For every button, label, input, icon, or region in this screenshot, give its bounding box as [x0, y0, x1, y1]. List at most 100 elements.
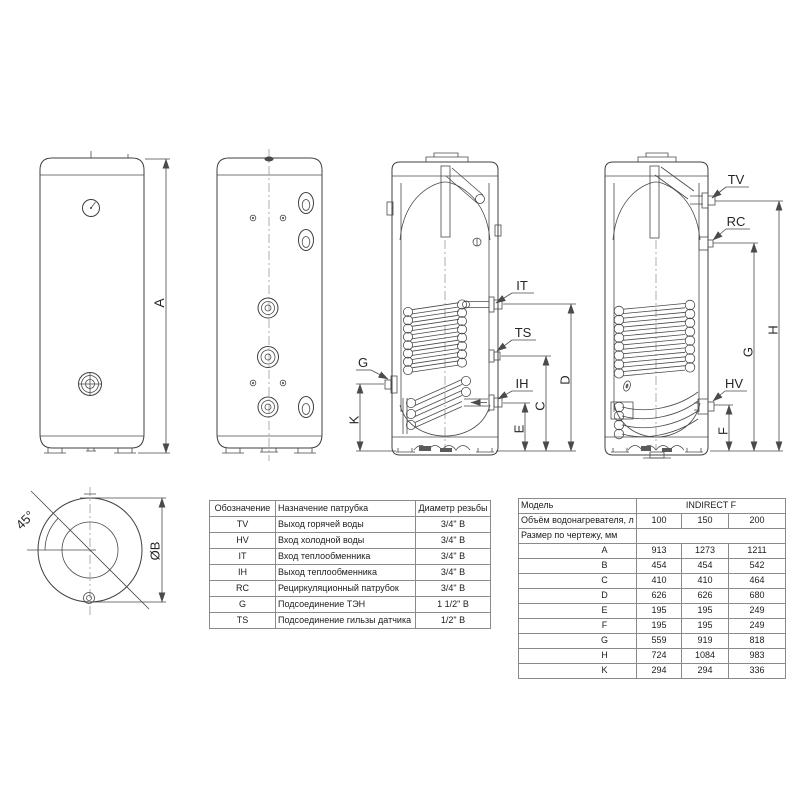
dim-value: 195 — [681, 618, 729, 634]
dim-value: 680 — [727, 588, 787, 604]
hot-water-tube — [654, 166, 703, 205]
heater-flange — [78, 372, 102, 396]
port-table-row: TS Подсоединение гильзы датчика 1/2" В — [209, 612, 491, 629]
port-code: TS — [209, 612, 276, 629]
dimension-row: A 913 1273 1211 — [518, 543, 787, 559]
port-thread: 1 1/2" В — [415, 596, 491, 613]
port-tv — [701, 192, 716, 209]
feet — [222, 448, 316, 454]
dim-value: 195 — [681, 603, 729, 619]
section-view-right: F G H TV RC HV — [604, 152, 783, 459]
dim-value: 626 — [636, 588, 682, 604]
port-code: G — [209, 596, 276, 613]
port-callouts: IT TS IH G — [356, 278, 536, 400]
port-hv — [694, 398, 715, 415]
dim-value: 249 — [727, 618, 787, 634]
volume-value: 100 — [636, 513, 682, 529]
port-table-row: G Подсоединение ТЭН 1 1/2" В — [209, 596, 491, 613]
bottom-pad — [440, 448, 452, 452]
port-code: RC — [209, 580, 276, 597]
dim-value: 464 — [727, 573, 787, 589]
dim-label-g: G — [741, 347, 756, 357]
dim-label-f: F — [716, 427, 731, 435]
port-table-header-code: Обозначение — [209, 500, 276, 517]
port-ts — [488, 349, 501, 363]
dim-value: 410 — [681, 573, 729, 589]
heat-exchanger-coil — [613, 299, 696, 379]
volume-row: Объём водонагревателя, л 100 150 200 — [518, 513, 787, 529]
size-label: Размер по чертежу, мм — [518, 528, 637, 544]
center-threaded-bosses — [257, 297, 279, 418]
port-code: IH — [209, 564, 276, 581]
port-thread: 3/4" В — [415, 532, 491, 549]
port-table-row: HV Вход холодной воды 3/4" В — [209, 532, 491, 549]
port-table-row: IT Вход теплообменника 3/4" В — [209, 548, 491, 565]
port-table-header-thread: Диаметр резьбы — [415, 500, 491, 517]
dim-letter: H — [518, 648, 637, 664]
side-oval-ports — [298, 192, 314, 418]
feet — [44, 448, 136, 454]
front-view: A — [39, 151, 170, 454]
heat-exchanger-coil — [402, 299, 489, 376]
angle-arc — [44, 517, 59, 551]
bottom-port — [83, 592, 95, 604]
dimension-row: F 195 195 249 — [518, 618, 787, 634]
inner-dome — [399, 181, 491, 241]
bottom-pad — [662, 448, 672, 452]
model-row: Модель INDIRECT F — [518, 498, 787, 514]
dimension-table: Модель INDIRECT F Объём водонагревателя,… — [518, 498, 787, 679]
top-fitting-ticks — [90, 151, 129, 158]
top-fitting — [264, 156, 274, 162]
dim-label-c: C — [533, 401, 548, 410]
dim-value: 294 — [681, 663, 729, 679]
size-header-empty — [635, 528, 787, 544]
port-code: IT — [209, 548, 276, 565]
dim-value: 195 — [636, 603, 682, 619]
dim-letter: B — [518, 558, 637, 574]
bottom-pad — [419, 446, 431, 451]
port-purpose: Выход горячей воды — [275, 516, 416, 533]
dim-letter: A — [518, 543, 637, 559]
volume-value: 150 — [681, 513, 729, 529]
dimension-a: A — [138, 158, 170, 454]
lid-plate — [425, 152, 469, 162]
dimension-diameter-b: ØB — [92, 497, 166, 603]
dim-value: 336 — [727, 663, 787, 679]
port-thread: 3/4" В — [415, 516, 491, 533]
volume-label: Объём водонагревателя, л — [518, 513, 637, 529]
port-code: HV — [209, 532, 276, 549]
dim-letter: F — [518, 618, 637, 634]
dimension-row: B 454 454 542 — [518, 558, 787, 574]
insulation-scallops — [627, 445, 685, 451]
inlet-tube — [445, 167, 485, 204]
port-rc — [698, 236, 714, 251]
port-thread: 3/4" В — [415, 564, 491, 581]
dimension-row: G 559 919 818 — [518, 633, 787, 649]
dim-letter: D — [518, 588, 637, 604]
port-label-rc: RC — [727, 214, 746, 229]
port-table-row: IH Выход теплообменника 3/4" В — [209, 564, 491, 581]
port-ih — [464, 394, 503, 411]
magnesium-anode — [440, 165, 451, 238]
volume-value: 200 — [727, 513, 787, 529]
dim-value: 454 — [681, 558, 729, 574]
port-purpose: Подсоединение ТЭН — [275, 596, 416, 613]
port-thread: 1/2" В — [415, 612, 491, 629]
inner-walls — [613, 183, 700, 412]
port-table-row: TV Выход горячей воды 3/4" В — [209, 516, 491, 533]
port-purpose: Выход теплообменника — [275, 564, 416, 581]
diagonal-45-line — [30, 490, 150, 610]
port-it — [488, 296, 503, 313]
dim-value: 1084 — [681, 648, 729, 664]
mounting-bolts — [249, 214, 287, 387]
port-callouts: TV RC HV — [711, 172, 750, 402]
dimension-row: D 626 626 680 — [518, 588, 787, 604]
port-label-tv: TV — [728, 172, 745, 187]
port-label-ih: IH — [516, 376, 529, 391]
drain-stub — [643, 451, 671, 459]
lower-coil-tubes — [610, 391, 700, 440]
dimension-row: C 410 410 464 — [518, 573, 787, 589]
port-code: TV — [209, 516, 276, 533]
port-table-row: RC Рециркуляционный патрубок 3/4" В — [209, 580, 491, 597]
